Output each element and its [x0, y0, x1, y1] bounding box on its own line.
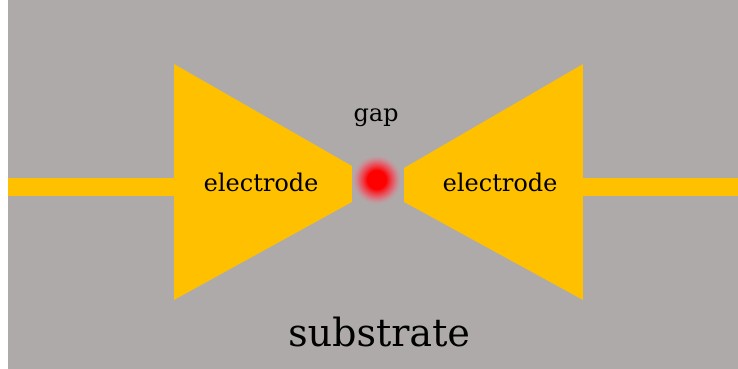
gap-label: gap — [353, 99, 398, 127]
right-electrode-label: electrode — [443, 169, 558, 197]
right-electrode — [404, 64, 583, 300]
left-lead-wire — [8, 178, 180, 196]
gap-spot — [352, 155, 402, 205]
left-electrode-label: electrode — [204, 169, 319, 197]
right-lead-wire — [578, 178, 738, 196]
left-electrode — [174, 64, 352, 300]
substrate-label: substrate — [288, 311, 470, 355]
